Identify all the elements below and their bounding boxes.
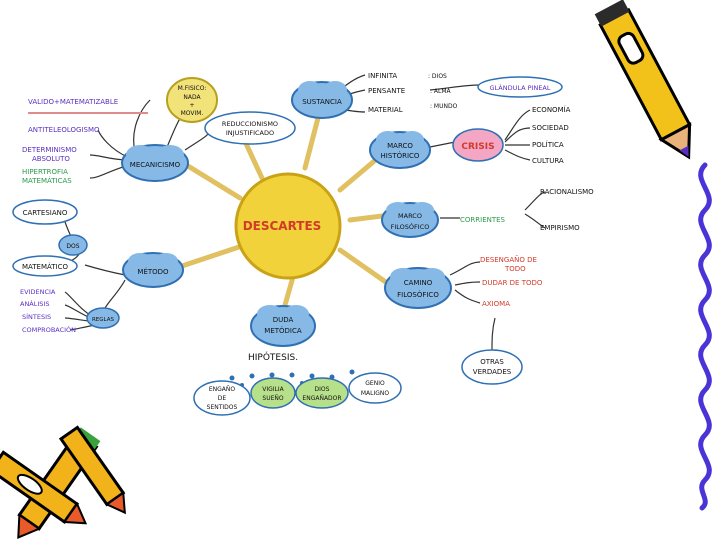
duda-item-1-1: SUEÑO xyxy=(262,395,283,402)
duda-item-0-1: DE xyxy=(218,395,227,402)
camino-line-0: CAMINO xyxy=(404,279,433,287)
mecanicismo-label: MECANICISMO xyxy=(130,161,181,169)
otras-line-0: OTRAS xyxy=(480,358,504,366)
sustancia-value-0: : DIOS xyxy=(428,73,447,80)
cloud-marco-filosofico: MARCO FILOSÓFICO xyxy=(382,202,438,237)
metodo-item-0: EVIDENCIA xyxy=(20,288,56,296)
crisis-label: CRISIS xyxy=(461,142,494,152)
glandula-label: GLÁNDULA PINEAL xyxy=(489,83,550,92)
filosofico-line-1: FILOSÓFICO xyxy=(391,222,430,231)
cloud-vigilia: VIGILIA SUEÑO xyxy=(251,378,295,408)
camino-item-3: AXIOMA xyxy=(482,300,510,308)
marco-item-2: POLÍTICA xyxy=(532,140,564,149)
reglas-label: REGLAS xyxy=(92,317,115,323)
camino-item-1: TODO xyxy=(504,265,526,273)
filosofico-item-0: RACIONALISMO xyxy=(540,188,594,196)
fisico-line-2: + xyxy=(189,102,194,109)
mecanicismo-item-0: VALIDO+MATEMATIZABLE xyxy=(28,98,118,106)
crayon-icon xyxy=(0,427,133,540)
duda-line-1: METÓDICA xyxy=(264,326,302,335)
duda-item-0-2: SENTIDOS xyxy=(207,404,238,411)
marco-item-0: ECONOMÍA xyxy=(532,105,571,114)
fisico-line-0: M.FISICO: xyxy=(178,85,207,92)
marco-line-1: HISTÓRICO xyxy=(381,151,420,160)
duda-line-0: DUDA xyxy=(273,316,294,324)
filosofico-item-1: EMPIRISMO xyxy=(540,224,580,232)
squiggle-icon xyxy=(701,165,710,508)
metodo-item-3: COMPROBACIÓN xyxy=(22,325,76,334)
cloud-metodo: MÉTODO xyxy=(123,253,183,287)
pencil-icon xyxy=(595,0,703,164)
fisico-line-1: NADA xyxy=(183,94,201,101)
sustancia-item-0: INFINITA xyxy=(368,72,397,80)
mecanicismo-item-2: DETERMINISMO xyxy=(22,146,77,154)
duda-item-1-0: VIGILIA xyxy=(262,386,284,393)
sustancia-item-2: MATERIAL xyxy=(368,106,403,114)
cloud-engano: ENGAÑO DE SENTIDOS xyxy=(194,381,250,415)
cloud-sustancia: SUSTANCIA xyxy=(292,81,352,118)
camino-item-2: DUDAR DE TODO xyxy=(482,279,543,287)
matematico-label: MATEMÁTICO xyxy=(22,262,68,271)
duda-item-0-0: ENGAÑO xyxy=(209,386,236,393)
cloud-dios: DIOS ENGAÑADOR xyxy=(296,378,348,408)
sustancia-value-2: : MUNDO xyxy=(430,103,458,110)
sustancia-label: SUSTANCIA xyxy=(302,98,342,106)
reduccionismo-line-0: REDUCCIONISMO xyxy=(222,120,278,128)
duda-item-2-0: DIOS xyxy=(315,386,330,393)
center-label: DESCARTES xyxy=(243,219,322,233)
marco-item-3: CULTURA xyxy=(532,157,564,165)
cloud-mecanicismo: MECANICISMO xyxy=(122,145,188,181)
cloud-fisico: M.FISICO: NADA + MOVIM. xyxy=(167,78,217,122)
duda-item-3-1: MALIGNO xyxy=(361,390,390,397)
cloud-matematico: MATEMÁTICO xyxy=(13,256,77,276)
reduccionismo-box: REDUCCIONISMO INJUSTIFICADO xyxy=(205,112,295,144)
filosofico-line-0: MARCO xyxy=(398,212,422,220)
cloud-otras-verdades: OTRAS VERDADES xyxy=(462,350,522,384)
mecanicismo-item-3: ABSOLUTO xyxy=(32,155,70,163)
cloud-crisis: CRISIS xyxy=(453,129,503,161)
cloud-genio: GENIO MALIGNO xyxy=(349,373,401,403)
duda-item-2-1: ENGAÑADOR xyxy=(302,395,341,402)
sustancia-item-1: PENSANTE xyxy=(368,87,405,95)
mecanicismo-item-5: MATEMÁTICAS xyxy=(22,176,72,185)
cloud-dos: DOS xyxy=(59,235,87,255)
dos-label: DOS xyxy=(66,243,79,250)
hipotesis-label: HIPÓTESIS. xyxy=(248,351,298,363)
mecanicismo-item-1: ANTITELEOLOGISMO xyxy=(28,126,100,134)
cloud-camino: CAMINO FILOSÓFICO xyxy=(385,268,451,308)
otras-line-1: VERDADES xyxy=(473,368,512,376)
mecanicismo-item-4: HIPERTROFIA xyxy=(22,168,68,176)
cartesiano-label: CARTESIANO xyxy=(23,209,68,217)
camino-line-1: FILOSÓFICO xyxy=(397,290,439,299)
corrientes-label: CORRIENTES xyxy=(460,216,506,224)
reduccionismo-line-1: INJUSTIFICADO xyxy=(226,129,274,137)
cloud-cartesiano: CARTESIANO xyxy=(13,200,77,224)
metodo-item-2: SÍNTESIS xyxy=(22,312,51,321)
fisico-line-3: MOVIM. xyxy=(181,110,204,117)
marco-line-0: MARCO xyxy=(387,142,413,150)
marco-item-1: SOCIEDAD xyxy=(532,124,569,132)
camino-item-0: DESENGAÑO DE xyxy=(480,255,537,264)
cloud-marco-historico: MARCO HISTÓRICO xyxy=(370,131,430,168)
metodo-item-1: ANÁLISIS xyxy=(20,299,49,308)
duda-item-3-0: GENIO xyxy=(365,380,385,387)
cloud-reglas: REGLAS xyxy=(87,308,119,328)
metodo-label: MÉTODO xyxy=(137,267,169,276)
cloud-duda: DUDA METÓDICA xyxy=(251,305,315,346)
sustancia-value-1: : ALMA xyxy=(430,88,452,95)
